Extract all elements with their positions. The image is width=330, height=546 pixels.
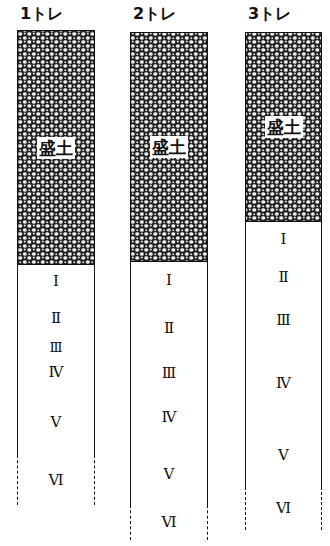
layer-number: Ⅵ [161,514,176,531]
soil-layer: Ⅴ [17,390,95,456]
fill-layer: 盛土 [245,32,322,222]
soil-layer: Ⅰ [130,262,208,301]
fill-layer: 盛土 [130,32,208,262]
fill-texture [17,30,95,265]
trench-heading: 1トレ [20,5,63,23]
fill-label: 盛土 [265,116,303,138]
soil-layer: Ⅵ [17,455,95,505]
soil-layer: Ⅱ [245,258,322,299]
layer-number: Ⅲ [276,312,290,329]
layer-number: Ⅱ [51,310,61,327]
layer-number: Ⅱ [164,320,174,337]
fill-label: 盛土 [150,136,188,158]
soil-layer: Ⅴ [245,425,322,488]
trench-heading: 3トレ [248,5,291,23]
layer-number: Ⅱ [278,269,288,286]
soil-layer: Ⅲ [130,358,208,391]
layer-number: Ⅳ [162,409,177,426]
trench-column: 3トレ盛土 Ⅰ Ⅱ Ⅲ Ⅳ Ⅴ Ⅵ [245,0,322,546]
layer-number: Ⅲ [49,341,62,355]
layer-number: Ⅴ [51,414,62,431]
layer-number: Ⅳ [49,364,64,381]
soil-layer: Ⅲ [17,340,95,356]
fill-layer: 盛土 [17,30,95,265]
soil-layer: Ⅵ [130,505,208,540]
layer-number: Ⅰ [53,273,59,290]
layer-number: Ⅳ [276,375,291,392]
soil-layer: Ⅳ [245,343,322,426]
trench-heading: 2トレ [133,5,176,23]
soil-layer: Ⅵ [245,487,322,530]
soil-layer: Ⅱ [130,300,208,359]
soil-layer: Ⅴ [130,445,208,506]
trench-column: 1トレ盛土 Ⅰ Ⅱ Ⅲ Ⅳ Ⅴ Ⅵ [17,0,95,546]
soil-layer: Ⅰ [245,222,322,259]
layer-number: Ⅴ [278,447,289,464]
layer-number: Ⅰ [166,272,172,289]
layer-number: Ⅵ [276,500,291,517]
soil-layer: Ⅳ [130,390,208,446]
fill-label: 盛土 [37,137,75,159]
soil-layer: Ⅲ [245,298,322,344]
fill-texture [130,32,208,262]
fill-texture [245,32,322,222]
soil-layer: Ⅳ [17,355,95,391]
trench-column: 2トレ盛土 Ⅰ Ⅱ Ⅲ Ⅳ Ⅴ Ⅵ [130,0,208,546]
soil-layer: Ⅱ [17,298,95,341]
soil-layer: Ⅰ [17,265,95,299]
layer-number: Ⅲ [162,365,176,382]
layer-number: Ⅴ [164,466,175,483]
layer-number: Ⅰ [281,231,287,248]
layer-number: Ⅵ [48,472,63,489]
